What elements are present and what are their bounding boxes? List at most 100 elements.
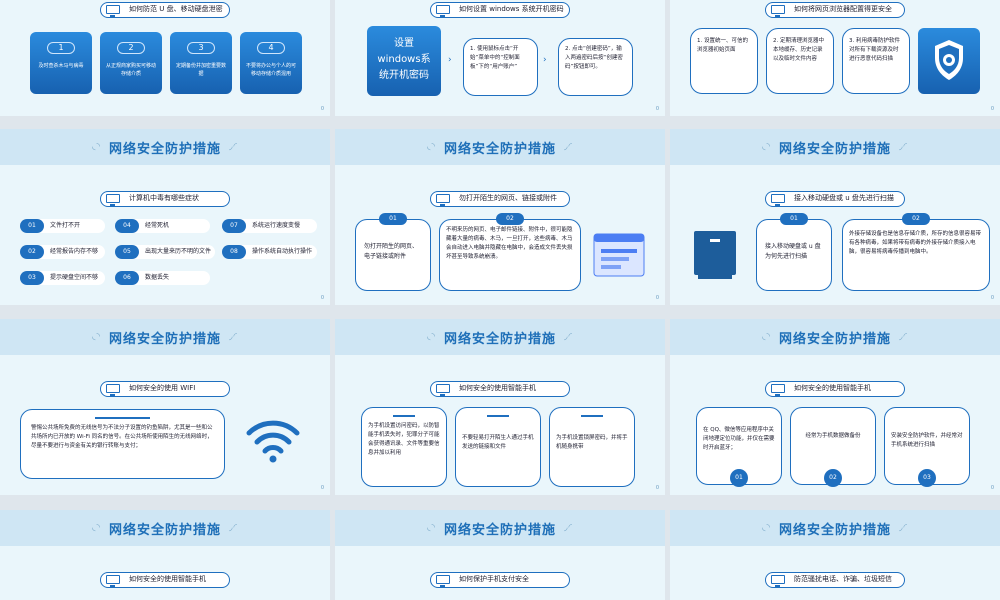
card-1: 1 及时查杀木马与病毒	[30, 32, 92, 94]
section-header: ◟◝ 网络安全防护措施 ◞◜	[335, 510, 665, 546]
section-title: 网络安全防护措施	[778, 331, 891, 347]
item-text: 经常报告内存不够	[50, 248, 99, 255]
slide-title-pill: 如何防范 U 盘、移动硬盘泄密	[100, 2, 230, 18]
step-2-text: 2. 点击“创建密码”，输入两遍密码后按“创建密码”按钮即可。	[565, 46, 623, 70]
tip-2-box: 不要轻易打开陌生人通过手机发送的链接和文件	[455, 407, 541, 487]
item-text: 数据丢失	[145, 274, 170, 281]
slide-title-pill: 如何安全的使用智能手机	[765, 381, 905, 397]
slide-7[interactable]: ◟◝网络安全防护措施◞◜ 如何安全的使用 WIFI 警惕公共场所免费的无线信号为…	[0, 319, 330, 495]
pill-label: 勿打开陌生的网页、链接或附件	[459, 194, 557, 202]
tip-1-box: 1. 设置统一、可信的浏览器初始页面	[690, 28, 758, 94]
section-header: ◟◝网络安全防护措施◞◜	[0, 129, 330, 165]
card-text: 定期备份并加密重要数据	[175, 63, 226, 77]
slide-title-pill: 如何设置 windows 系统开机密码	[430, 2, 570, 18]
section-header: ◟◝网络安全防护措施◞◜	[0, 319, 330, 355]
page-number: 0	[990, 295, 994, 301]
slide-6[interactable]: ◟◝网络安全防护措施◞◜ 接入移动硬盘或 u 盘先进行扫描 接入移动硬盘或 u …	[670, 129, 1000, 305]
slide-title-pill: 计算机中毒有哪些症状	[100, 191, 230, 207]
section-title: 网络安全防护措施	[108, 331, 221, 347]
tip-text: 经常为手机数据做备份	[805, 433, 861, 439]
slide-2[interactable]: 如何设置 windows 系统开机密码 设置windows系统开机密码 1. 使…	[335, 0, 665, 116]
card-number: 1	[47, 42, 75, 54]
pill-label: 接入移动硬盘或 u 盘先进行扫描	[794, 194, 894, 202]
section-title: 网络安全防护措施	[108, 141, 221, 157]
monitor-icon	[106, 5, 120, 17]
tip-3-box: 3. 利用病毒防护软件对所有下载资源及时进行恶意代码扫描	[842, 28, 910, 94]
section-title: 网络安全防护措施	[443, 331, 556, 347]
section-title: 网络安全防护措施	[778, 522, 891, 538]
divider-bar	[487, 415, 509, 417]
monitor-icon	[436, 384, 450, 396]
slide-title-pill: 接入移动硬盘或 u 盘先进行扫描	[765, 191, 905, 207]
monitor-icon	[106, 575, 120, 587]
item-text: 操作系统自动执行操作	[252, 248, 313, 255]
point-text: 勿打开陌生的网页、电子链接或附件	[364, 243, 419, 260]
decor-leaf-icon: ◞◜	[564, 142, 573, 152]
slide-11[interactable]: ◟◝ 网络安全防护措施 ◞◜ 如何保护手机支付安全	[335, 510, 665, 600]
decor-leaf-icon: ◞◜	[229, 523, 238, 533]
divider-bar	[393, 415, 415, 417]
arrow-icon: ›	[543, 55, 547, 65]
item-number: 01	[20, 219, 44, 233]
section-title: 网络安全防护措施	[108, 522, 221, 538]
item-number: 06	[115, 271, 139, 285]
decor-leaf-icon: ◟◝	[762, 332, 771, 342]
monitor-icon	[436, 575, 450, 587]
symptom-item: 01 文件打不开	[20, 219, 105, 233]
decor-leaf-icon: ◟◝	[427, 523, 436, 533]
point-1-tag: 01	[379, 213, 407, 225]
item-number: 04	[115, 219, 139, 233]
item-number: 07	[222, 219, 246, 233]
slide-10[interactable]: ◟◝网络安全防护措施◞◜ 如何安全的使用智能手机	[0, 510, 330, 600]
slide-title-pill: 勿打开陌生的网页、链接或附件	[430, 191, 570, 207]
decor-leaf-icon: ◞◜	[564, 523, 573, 533]
pill-label: 计算机中毒有哪些症状	[129, 194, 199, 202]
tip-2-number: 02	[824, 469, 842, 487]
monitor-icon	[771, 194, 785, 206]
pill-label: 如何安全的使用智能手机	[459, 384, 536, 392]
section-header: ◟◝网络安全防护措施◞◜	[670, 319, 1000, 355]
point-text: 接入移动硬盘或 u 盘为何先进行扫描	[765, 243, 821, 260]
slide-5[interactable]: ◟◝网络安全防护措施◞◜ 勿打开陌生的网页、链接或附件 勿打开陌生的网页、电子链…	[335, 129, 665, 305]
tip-text: 3. 利用病毒防护软件对所有下载资源及时进行恶意代码扫描	[849, 38, 900, 62]
section-header: ◟◝网络安全防护措施◞◜	[670, 129, 1000, 165]
slide-9[interactable]: ◟◝网络安全防护措施◞◜ 如何安全的使用智能手机 在 QQ、微信等应用程序中关闭…	[670, 319, 1000, 495]
item-text: 提示硬盘空间不够	[50, 274, 99, 281]
point-1-tag: 01	[780, 213, 808, 225]
decor-leaf-icon: ◟◝	[427, 142, 436, 152]
point-text: 外接存储设备也是信息存储介质，所存的信息很容易带有各种病毒，如果将带有病毒的外接…	[849, 231, 982, 255]
tip-3-number: 03	[918, 469, 936, 487]
item-text: 文件打不开	[50, 222, 81, 229]
section-header: ◟◝网络安全防护措施◞◜	[0, 510, 330, 546]
monitor-icon	[771, 575, 785, 587]
slide-title-pill: 防范骚扰电话、诈骗、垃圾短信	[765, 572, 905, 588]
point-2-box: 外接存储设备也是信息存储介质，所存的信息很容易带有各种病毒，如果将带有病毒的外接…	[842, 219, 990, 291]
slide-title-pill: 如何保护手机支付安全	[430, 572, 570, 588]
point-1-box: 接入移动硬盘或 u 盘为何先进行扫描	[756, 219, 832, 291]
wifi-text: 警惕公共场所免费的无线信号为不法分子设置的钓鱼陷阱，尤其是一些和公共场所内已开放…	[31, 425, 213, 449]
page-number: 0	[655, 106, 659, 112]
monitor-icon	[436, 5, 450, 17]
shield-icon	[935, 40, 963, 80]
section-title: 网络安全防护措施	[443, 522, 556, 538]
slide-title-pill: 如何安全的使用智能手机	[430, 381, 570, 397]
monitor-icon	[106, 384, 120, 396]
card-text: 不要将办公与个人的可移动存储介质混用	[245, 63, 296, 77]
card-text: 及时查杀木马与病毒	[38, 63, 84, 69]
monitor-icon	[771, 384, 785, 396]
pill-label: 如何安全的使用 WIFI	[129, 384, 196, 392]
slide-12[interactable]: ◟◝网络安全防护措施◞◜ 防范骚扰电话、诈骗、垃圾短信	[670, 510, 1000, 600]
slide-8[interactable]: ◟◝网络安全防护措施◞◜ 如何安全的使用智能手机 为手机设置访问密码，以防智能手…	[335, 319, 665, 495]
decor-leaf-icon: ◞◜	[229, 142, 238, 152]
big-card: 设置windows系统开机密码	[367, 26, 441, 96]
slide-title-pill: 如何安全的使用 WIFI	[100, 381, 230, 397]
pill-label: 如何安全的使用智能手机	[129, 575, 206, 583]
wifi-icon	[246, 420, 300, 463]
slide-3[interactable]: 如何将网页浏览器配置得更安全 1. 设置统一、可信的浏览器初始页面 2. 定期清…	[670, 0, 1000, 116]
monitor-icon	[436, 194, 450, 206]
pill-label: 如何设置 windows 系统开机密码	[459, 5, 564, 13]
